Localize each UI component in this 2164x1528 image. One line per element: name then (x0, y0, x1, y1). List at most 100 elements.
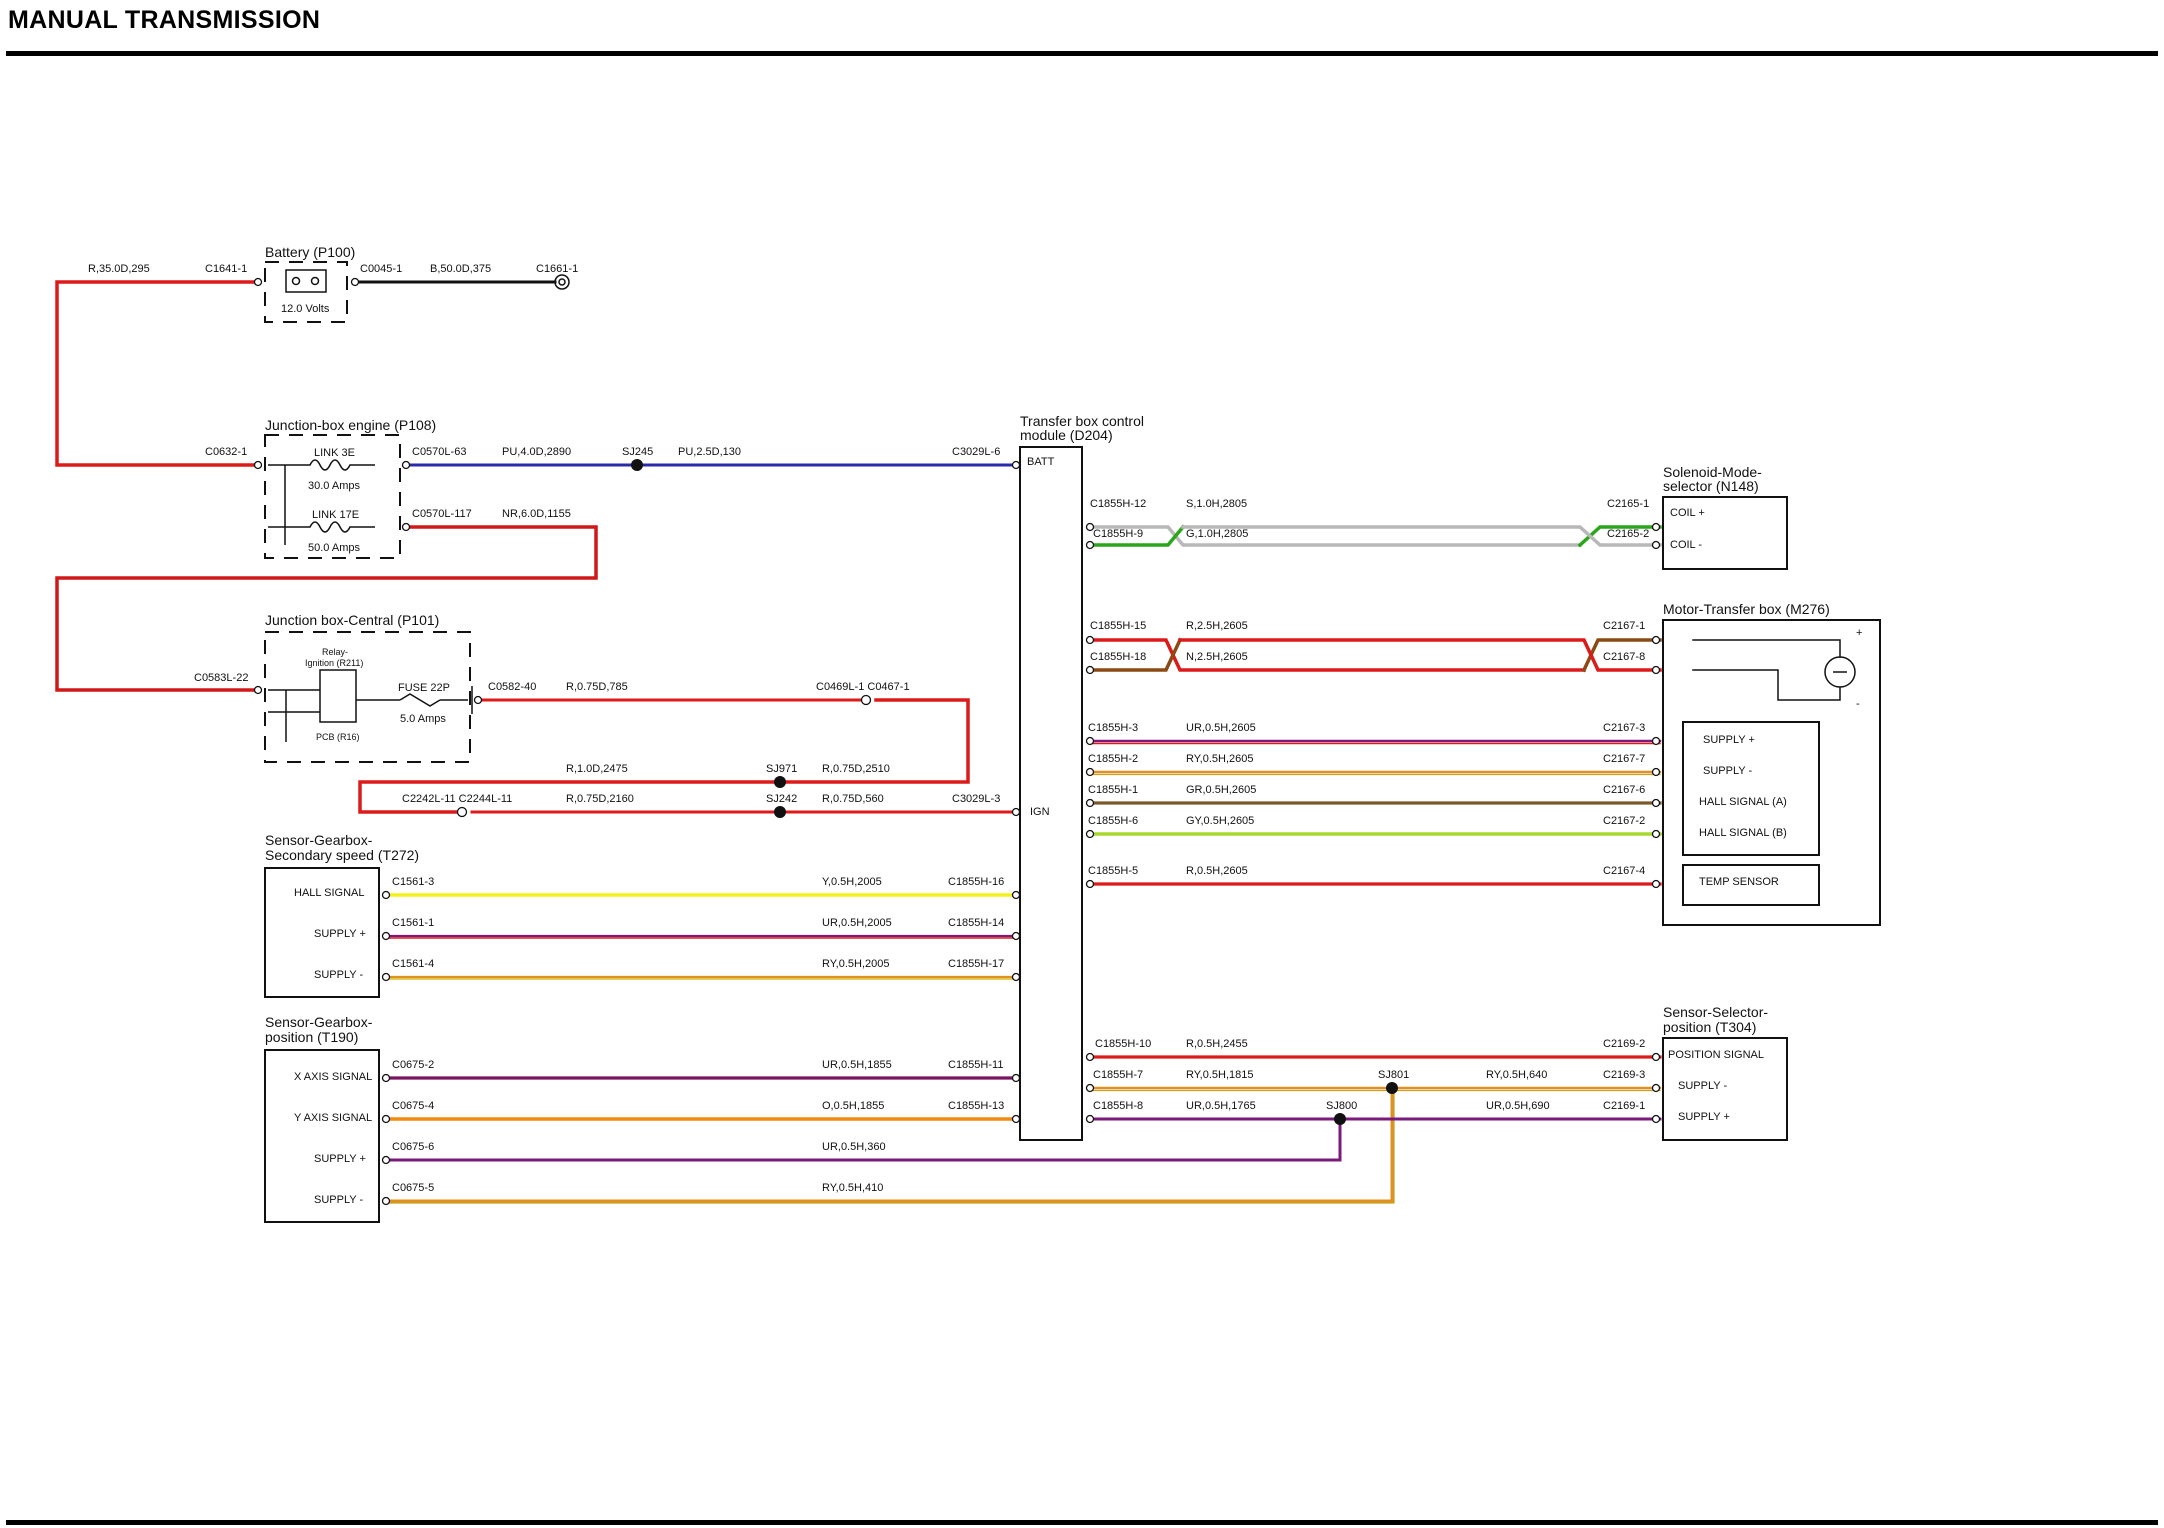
connector-label: C1855H-1 (1088, 784, 1138, 796)
connector-label: C1855H-8 (1093, 1100, 1143, 1112)
wire-label: R,1.0D,2475 (566, 763, 628, 775)
connector-label: C1641-1 (205, 263, 247, 275)
relay-label-2: Ignition (R211) (305, 658, 363, 668)
wire-label: R,0.75D,560 (822, 793, 884, 805)
motor-pin-2: SUPPLY - (1703, 765, 1752, 777)
wire-label: RY,0.5H,1815 (1186, 1069, 1253, 1081)
selector-pin-3: SUPPLY + (1678, 1111, 1730, 1123)
wire-battery-positive (55, 280, 260, 467)
motor-box (1662, 619, 1881, 926)
motor-pin-4: HALL SIGNAL (B) (1699, 827, 1787, 839)
connector-label: C2167-7 (1603, 753, 1645, 765)
battery-box (264, 261, 348, 323)
connector-label: C1855H-3 (1088, 722, 1138, 734)
wire-label: UR,0.5H,1765 (1186, 1100, 1256, 1112)
wire-label: UR,0.5H,690 (1486, 1100, 1550, 1112)
connector-label: C1855H-5 (1088, 865, 1138, 877)
ssp-pin-1: HALL SIGNAL (294, 887, 365, 899)
connector-label: C0675-4 (392, 1100, 434, 1112)
ssp-pin-3: SUPPLY - (314, 969, 363, 981)
splice-label: SJ801 (1378, 1069, 1409, 1081)
wire-label: PU,4.0D,2890 (502, 446, 571, 458)
connector-label: C2167-4 (1603, 865, 1645, 877)
motor-sensor-box (1682, 721, 1820, 856)
solenoid-label-2: selector (N148) (1663, 478, 1759, 494)
connector-label: C0570L-117 (412, 508, 472, 520)
connector-label: C0675-6 (392, 1141, 434, 1153)
wire-label: GY,0.5H,2605 (1186, 815, 1254, 827)
connector-label: C1855H-15 (1090, 620, 1146, 632)
wire-label: R,0.5H,2455 (1186, 1038, 1248, 1050)
tcm-ign: IGN (1030, 806, 1050, 818)
wire-label: O,0.5H,1855 (822, 1100, 884, 1112)
wire-coil-green (1090, 524, 1186, 547)
footer-rule (6, 1520, 2158, 1525)
connector-label: C0632-1 (205, 446, 247, 458)
wire-label: RY,0.5H,2005 (822, 958, 889, 970)
wire-label: R,2.5H,2605 (1186, 620, 1248, 632)
connector-label: C1855H-17 (948, 958, 1004, 970)
fuse-amps: 5.0 Amps (400, 713, 446, 725)
tcm-label-2: module (D204) (1020, 427, 1113, 443)
sgp-label-2: position (T190) (265, 1029, 358, 1045)
connector-label: C2167-1 (1603, 620, 1645, 632)
ssp-box (264, 867, 380, 998)
sgp-pin-3: SUPPLY + (314, 1153, 366, 1165)
jbe-box (264, 434, 401, 559)
wire-label: Y,0.5H,2005 (822, 876, 882, 888)
connector-label: C1855H-12 (1090, 498, 1146, 510)
connector-label: C0675-5 (392, 1182, 434, 1194)
connector-label: C2167-8 (1603, 651, 1645, 663)
connector-label: C1855H-13 (948, 1100, 1004, 1112)
connector-label: C1855H-14 (948, 917, 1004, 929)
connector-label: C1855H-10 (1095, 1038, 1151, 1050)
connector-label: C1855H-11 (948, 1059, 1003, 1071)
wire-link17-feed (55, 525, 598, 692)
ssp-label-1: Sensor-Gearbox- (265, 832, 373, 848)
wire-label: R,0.75D,785 (566, 681, 628, 693)
sgp-pin-1: X AXIS SIGNAL (294, 1071, 372, 1083)
ssp-pin-2: SUPPLY + (314, 928, 366, 940)
wire-label: RY,0.5H,2605 (1186, 753, 1253, 765)
link3e-amps: 30.0 Amps (308, 480, 360, 492)
relay-label-1: Relay- (322, 647, 348, 657)
connector-label: C0583L-22 (194, 672, 248, 684)
wire-label: UR,0.5H,1855 (822, 1059, 892, 1071)
wire-label: UR,0.5H,2005 (822, 917, 892, 929)
jbc-box (264, 631, 471, 763)
solenoid-pin-1: COIL + (1670, 507, 1705, 519)
wire-label: RY,0.5H,410 (822, 1182, 883, 1194)
connector-label: C2242L-11 C2244L-11 (402, 793, 512, 805)
connector-label: C1855H-9 (1093, 528, 1143, 540)
wire-label: UR,0.5H,2605 (1186, 722, 1256, 734)
wire-label: GR,0.5H,2605 (1186, 784, 1256, 796)
motor-plus: + (1856, 627, 1862, 639)
sgp-label-1: Sensor-Gearbox- (265, 1014, 373, 1030)
wire-label: R,0.75D,2510 (822, 763, 890, 775)
wire-coil-grey (1090, 525, 1582, 547)
motor-pin-1: SUPPLY + (1703, 734, 1755, 746)
selector-pin-2: SUPPLY - (1678, 1080, 1727, 1092)
connector-label: C2165-1 (1607, 498, 1649, 510)
wire-label: S,1.0H,2805 (1186, 498, 1247, 510)
sgp-pin-4: SUPPLY - (314, 1194, 363, 1206)
temp-sensor-label: TEMP SENSOR (1699, 876, 1779, 888)
solenoid-box (1662, 496, 1788, 570)
wire-label: N,2.5H,2605 (1186, 651, 1248, 663)
connector-label: C1661-1 (536, 263, 578, 275)
connector-label: C1855H-6 (1088, 815, 1138, 827)
wire-label: RY,0.5H,640 (1486, 1069, 1547, 1081)
wire-label: R,0.75D,2160 (566, 793, 634, 805)
wire-label: NR,6.0D,1155 (502, 508, 571, 520)
fuse-label: FUSE 22P (398, 682, 450, 694)
wire-fuse-loop (358, 698, 970, 814)
jbc-label: Junction box-Central (P101) (265, 612, 439, 628)
connector-label: C0582-40 (488, 681, 536, 693)
temp-sensor-box (1682, 864, 1820, 906)
sgp-pin-2: Y AXIS SIGNAL (294, 1112, 372, 1124)
connector-label: C2167-3 (1603, 722, 1645, 734)
wire-label: PU,2.5D,130 (678, 446, 741, 458)
connector-label: C1855H-18 (1090, 651, 1146, 663)
pcb-label: PCB (R16) (316, 732, 360, 742)
